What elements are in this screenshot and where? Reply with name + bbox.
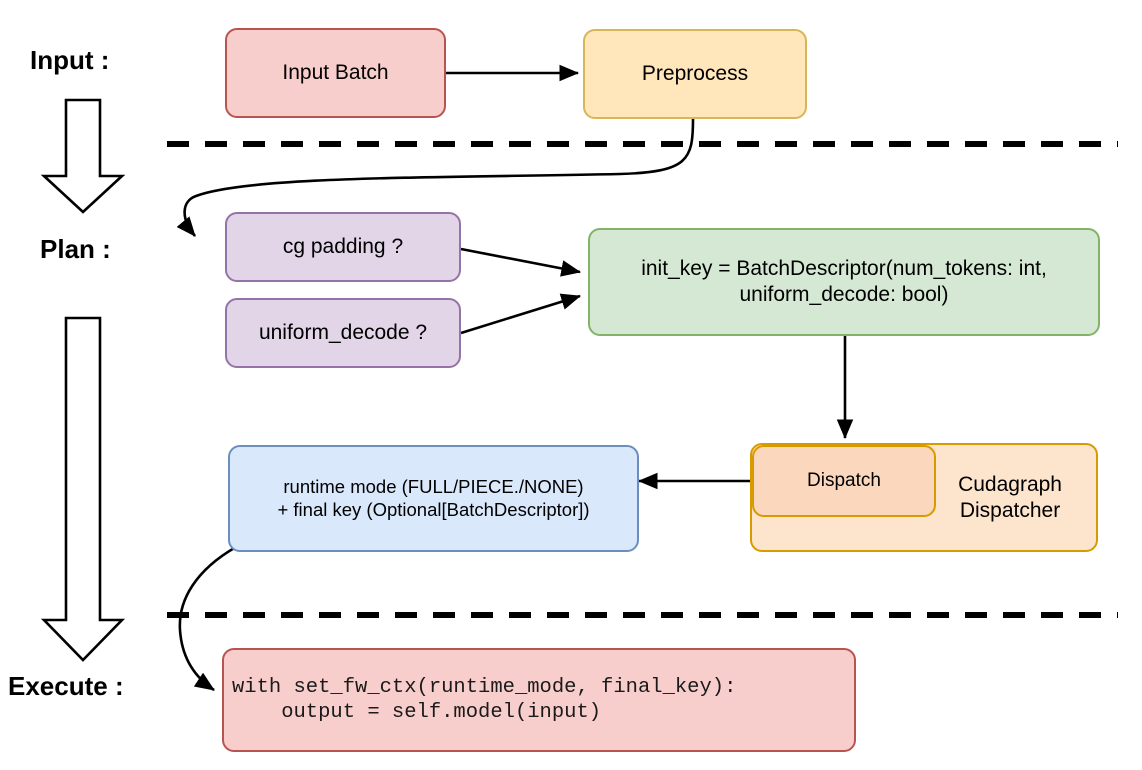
stage-label-plan: Plan : bbox=[40, 234, 111, 264]
stage-label-execute: Execute : bbox=[8, 671, 124, 701]
arrow-uniform-decode-to-init-key bbox=[460, 293, 581, 335]
node-preprocess[interactable]: Preprocess bbox=[583, 29, 807, 119]
node-execute-code[interactable]: with set_fw_ctx(runtime_mode, final_key)… bbox=[222, 648, 856, 752]
stage-arrow-input-to-plan bbox=[40, 98, 126, 214]
arrow-cg-padding-to-init-key bbox=[460, 247, 582, 277]
stage-arrow-plan-to-execute bbox=[40, 316, 126, 662]
stage-label-input: Input : bbox=[30, 45, 110, 75]
node-input-batch[interactable]: Input Batch bbox=[225, 28, 446, 118]
node-dispatch[interactable]: Dispatch bbox=[752, 445, 936, 517]
node-init-key[interactable]: init_key = BatchDescriptor(num_tokens: i… bbox=[588, 228, 1100, 336]
node-runtime-mode[interactable]: runtime mode (FULL/PIECE./NONE) + final … bbox=[228, 445, 639, 552]
node-uniform-decode[interactable]: uniform_decode ? bbox=[225, 298, 461, 368]
node-cg-padding[interactable]: cg padding ? bbox=[225, 212, 461, 282]
